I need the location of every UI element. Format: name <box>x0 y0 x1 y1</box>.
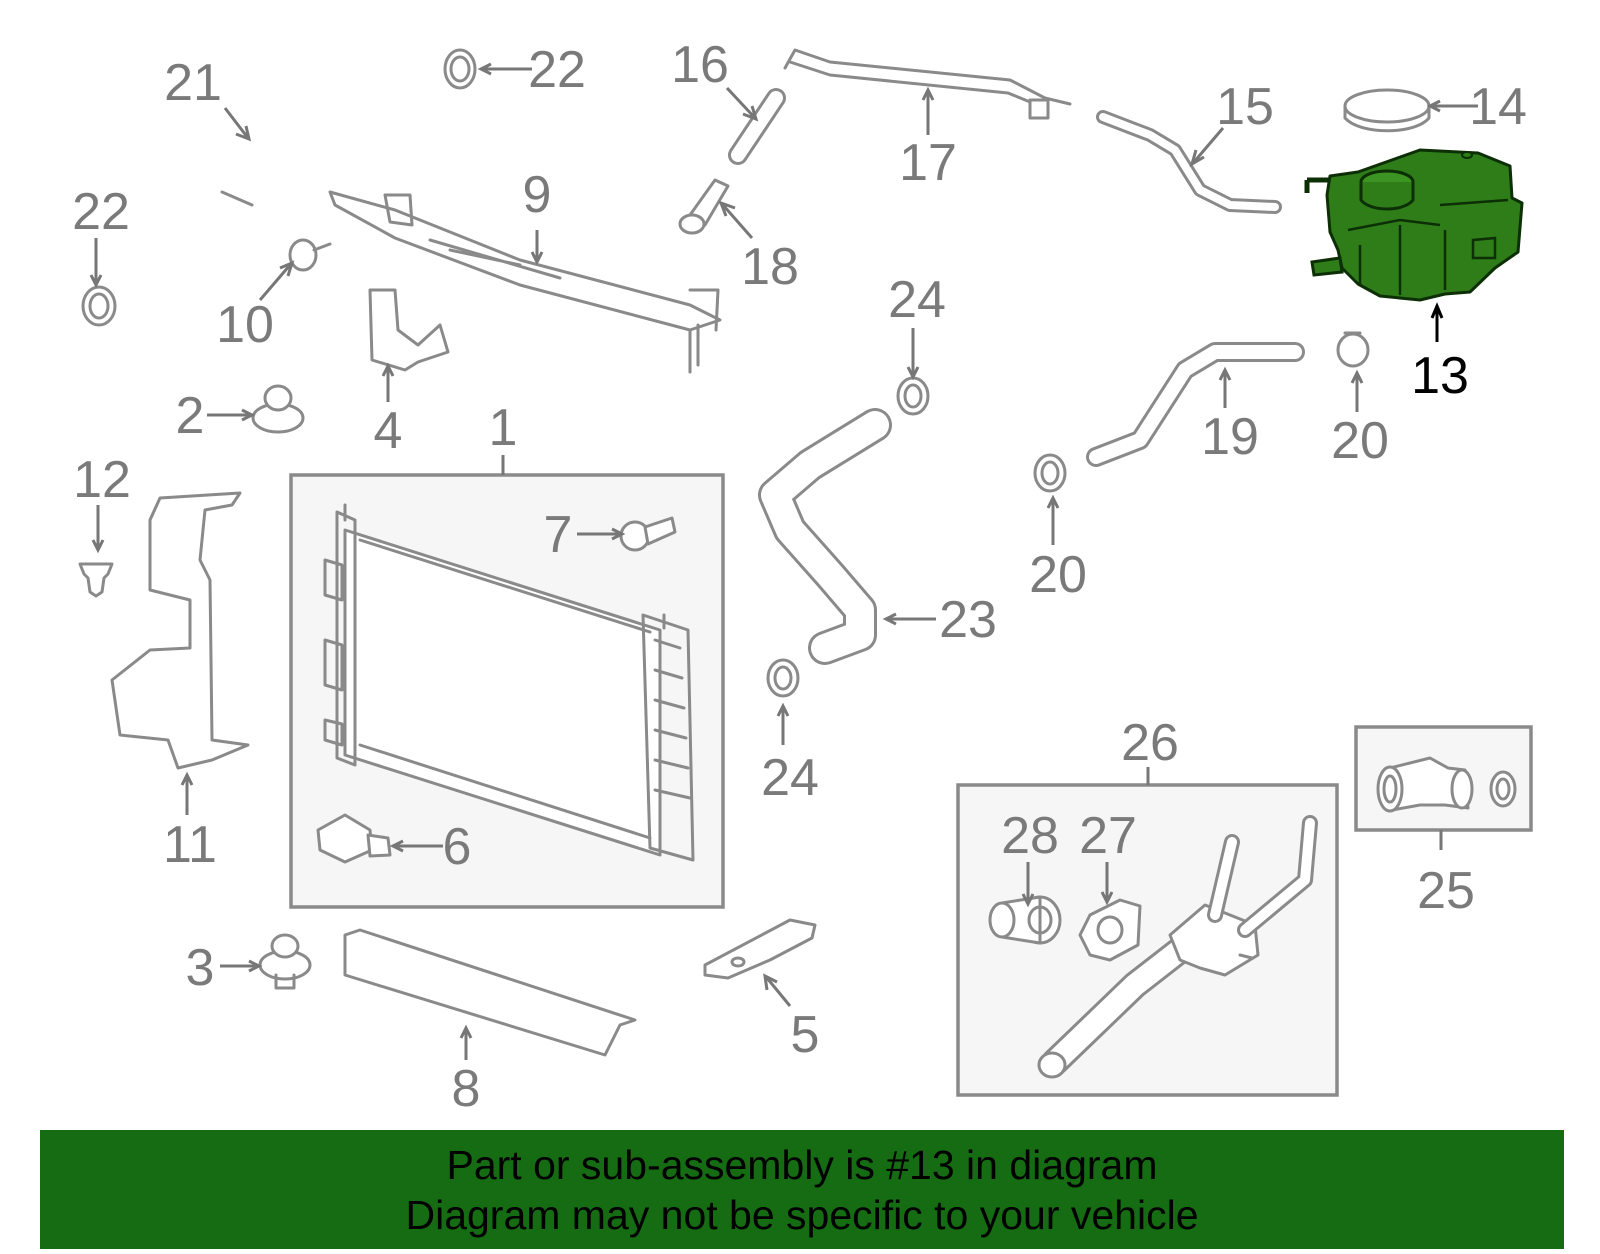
callout-labels: 1 2 3 4 5 6 7 8 9 10 11 12 13 14 15 16 1… <box>72 36 1527 1118</box>
clip-part <box>78 562 114 598</box>
callout-22-left: 22 <box>72 183 130 241</box>
bleed-line-part <box>783 48 1072 120</box>
callout-12: 12 <box>73 451 131 509</box>
callout-20-left: 20 <box>1029 546 1087 604</box>
drain-plug-part <box>316 813 392 864</box>
lower-shield-part <box>343 928 637 1057</box>
callout-25: 25 <box>1417 862 1475 920</box>
push-pin-part <box>288 238 332 272</box>
callout-27: 27 <box>1079 807 1137 865</box>
small-hose-part <box>728 88 786 165</box>
clamp-part-20-left <box>1033 453 1067 493</box>
fitting-kit-part <box>1376 756 1517 813</box>
callout-21: 21 <box>164 54 222 112</box>
callout-13-highlighted: 13 <box>1411 347 1469 405</box>
callout-22-top: 22 <box>528 41 586 99</box>
callout-20-right: 20 <box>1331 412 1389 470</box>
callout-9: 9 <box>523 166 552 224</box>
callout-5: 5 <box>791 1006 820 1064</box>
callout-8: 8 <box>452 1060 481 1118</box>
callout-26: 26 <box>1121 714 1179 772</box>
hose-connector-part <box>678 178 730 235</box>
grommet-part-3 <box>258 933 312 990</box>
clamp-part-20-right <box>1336 331 1370 368</box>
callout-24-lower: 24 <box>761 749 819 807</box>
clamp-part-left <box>81 285 117 327</box>
clamp-part-24-upper <box>896 376 930 416</box>
callout-17: 17 <box>899 134 957 192</box>
bracket-part <box>368 288 450 372</box>
radiator-part <box>323 503 695 862</box>
overflow-hose-part <box>1096 110 1282 214</box>
callout-15: 15 <box>1216 78 1274 136</box>
callout-2: 2 <box>176 387 205 445</box>
grommet-part-2 <box>251 384 305 434</box>
callout-7: 7 <box>544 506 573 564</box>
tie-bar-part <box>328 190 722 374</box>
gasket-part <box>1078 898 1142 962</box>
clamp-part-top <box>443 48 477 90</box>
callout-23: 23 <box>939 591 997 649</box>
reservoir-cap-part <box>1343 88 1431 133</box>
callout-24-upper: 24 <box>888 271 946 329</box>
callout-6: 6 <box>443 818 472 876</box>
callout-18: 18 <box>741 238 799 296</box>
outlet-hose-part <box>1086 342 1305 467</box>
info-banner: Part or sub-assembly is #13 in diagram D… <box>40 1130 1564 1249</box>
coolant-reservoir-part-highlighted[interactable] <box>1304 148 1524 302</box>
air-baffle-part <box>110 491 250 770</box>
callout-1: 1 <box>489 399 518 457</box>
lower-bracket-part <box>703 918 817 980</box>
thermostat-housing-part <box>1037 815 1318 1079</box>
callout-4: 4 <box>374 402 403 460</box>
insert-part <box>988 895 1062 945</box>
callout-10: 10 <box>216 296 274 354</box>
callout-14: 14 <box>1469 78 1527 136</box>
banner-line-part-number: Part or sub-assembly is #13 in diagram <box>446 1141 1158 1188</box>
leader-lines <box>89 62 1478 1060</box>
callout-3: 3 <box>186 939 215 997</box>
callout-28: 28 <box>1001 807 1059 865</box>
callout-16: 16 <box>671 36 729 94</box>
upper-hose-part <box>137 57 421 288</box>
banner-line-disclaimer: Diagram may not be specific to your vehi… <box>405 1191 1199 1238</box>
clamp-part-24-lower <box>766 658 800 698</box>
callout-19: 19 <box>1201 408 1259 466</box>
callout-11: 11 <box>163 816 217 874</box>
bolt-part <box>619 516 677 552</box>
lower-hose-part <box>758 408 892 665</box>
